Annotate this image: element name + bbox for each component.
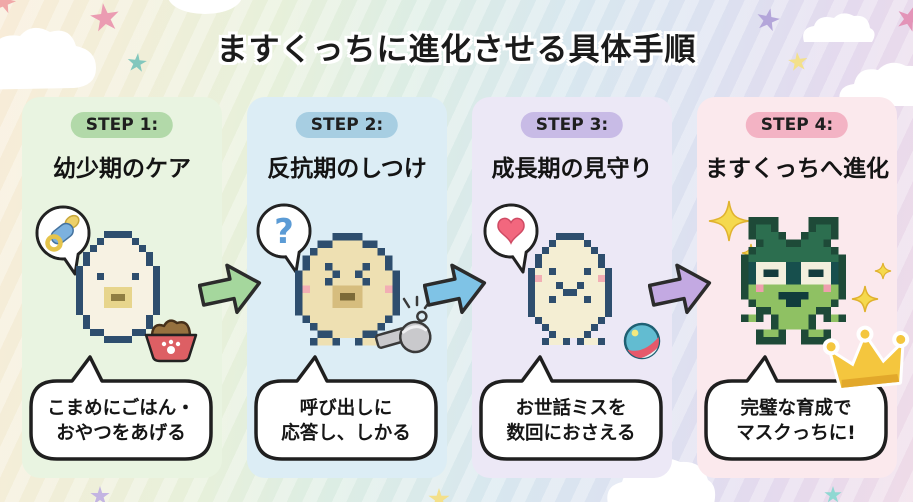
speech-bubble-text: 呼び出しに 応答し、しかる — [259, 385, 433, 459]
masukutchi-pixel-art — [741, 217, 846, 345]
step-heading: ますくっちへ進化 — [705, 156, 889, 182]
step-heading: 幼少期のケア — [53, 156, 191, 182]
ball-icon — [623, 322, 661, 360]
question-icon: ? — [256, 203, 312, 274]
food-bowl-icon — [144, 319, 198, 363]
step-badge: STEP 4: — [745, 112, 849, 138]
cloud-top-right — [803, 13, 875, 42]
cloud-top-center — [168, 0, 242, 14]
panel-step-1: STEP 1: 幼少期のケア こまめにごはん・ おやつをあげる — [22, 97, 222, 478]
sparkles-icon — [851, 262, 892, 313]
bubble-line: 呼び出しに — [299, 398, 393, 420]
star-purple-bottom — [90, 486, 110, 502]
cloud-right-edge — [839, 62, 913, 106]
bubble-line: 数回におさえる — [506, 423, 636, 444]
step-heading: 成長期の見守り — [491, 156, 653, 182]
star-yellow-bottom — [428, 488, 450, 502]
pacifier-icon — [35, 205, 91, 276]
speech-bubble-text: 完璧な育成で マスクっちに! — [709, 385, 883, 459]
rebel-tamagotchi-pixel-art — [295, 233, 400, 346]
step-badge: STEP 1: — [70, 112, 174, 138]
bubble-line: 応答し、しかる — [281, 423, 411, 444]
bubble-line: お世話ミスを — [515, 398, 627, 420]
bubble-line: おやつをあげる — [56, 423, 186, 444]
bubble-line: 完璧な育成で — [740, 398, 852, 420]
step-badge: STEP 2: — [295, 112, 399, 138]
speech-bubble-text: お世話ミスを 数回におさえる — [484, 385, 658, 459]
heart-icon — [483, 203, 539, 274]
panel-step-4: STEP 4: ますくっちへ進化 完璧な育成で — [697, 97, 910, 478]
smiling-tamagotchi-pixel-art — [528, 233, 612, 345]
panel-step-2: STEP 2: 反抗期のしつけ ? 呼び出しに 応答し、しかる — [247, 97, 447, 478]
step-heading: 反抗期のしつけ — [267, 156, 427, 182]
star-teal-bottom — [824, 486, 842, 502]
arrow-step3-to-step4 — [648, 263, 712, 315]
bubble-line: マスクっちに! — [736, 423, 856, 444]
speech-bubble-text: こまめにごはん・ おやつをあげる — [34, 385, 208, 459]
cloud-top-left — [0, 27, 96, 90]
arrow-step1-to-step2 — [198, 263, 262, 315]
page-title: ますくっちに進化させる具体手順 — [216, 32, 697, 68]
speech-bubble: こまめにごはん・ おやつをあげる — [28, 353, 214, 463]
step-badge: STEP 3: — [520, 112, 624, 138]
question-glyph: ? — [274, 212, 294, 252]
arrow-step2-to-step3 — [423, 263, 487, 315]
bubble-line: こまめにごはん・ — [47, 398, 195, 420]
star-corner-top-left — [0, 0, 19, 17]
baby-tamagotchi-pixel-art — [76, 231, 160, 343]
crown-icon — [823, 325, 910, 391]
speech-bubble: 呼び出しに 応答し、しかる — [253, 353, 439, 463]
panel-step-3: STEP 3: 成長期の見守り お世話ミスを 数回におさえる — [472, 97, 672, 478]
speech-bubble: お世話ミスを 数回におさえる — [478, 353, 664, 463]
